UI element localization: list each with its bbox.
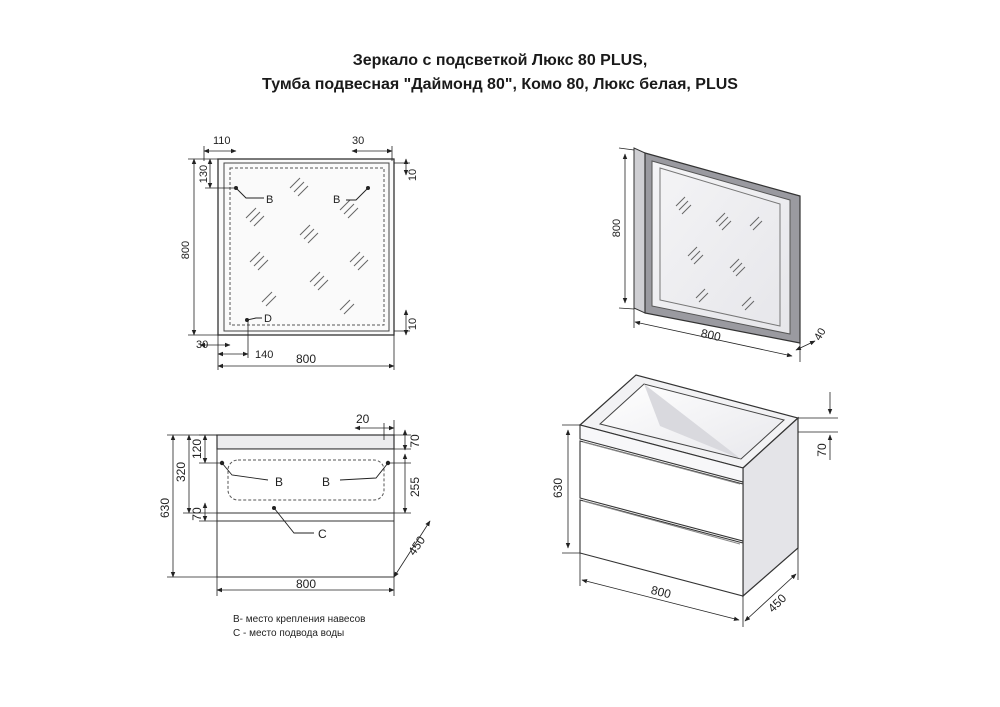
dim-130: 130 [198, 165, 210, 183]
mirror-iso-side [633, 147, 646, 314]
leader-b-left [235, 187, 264, 199]
dim-10-bottom: 10 [407, 318, 419, 330]
leader-b-right [346, 187, 369, 201]
dim-10-top: 10 [407, 169, 419, 181]
mirror-iso-dimension-lines [618, 147, 816, 362]
cabinet-front-view: B B C 20 70 [158, 412, 431, 596]
cab-dim-70-top: 70 [408, 434, 422, 448]
iso-upper-drawer [579, 440, 744, 542]
title-line-2: Тумба подвесная "Даймонд 80", Комо 80, Л… [262, 76, 738, 93]
dim-800-width: 800 [296, 352, 316, 366]
label-b-left: B [266, 194, 273, 206]
cab-dim-120: 120 [190, 439, 204, 459]
iso-mirror-dim-40: 40 [812, 326, 829, 343]
leader-b-right [339, 462, 389, 481]
legend-c: C - место подвода воды [233, 628, 345, 639]
label-b-left: B [275, 475, 283, 489]
leader-c [273, 507, 314, 534]
dim-30-top: 30 [352, 135, 364, 147]
mirror-front-view: B B D 110 30 800 130 10 [180, 135, 419, 370]
iso-cab-dim-800: 800 [650, 583, 673, 602]
leader-b-left [221, 462, 269, 481]
label-b-right: B [333, 194, 340, 206]
mirror-iso-view: 800 800 40 [611, 147, 829, 362]
label-b-right: B [322, 475, 330, 489]
label-c: C [318, 527, 327, 541]
mirror-led-strip [229, 167, 385, 326]
title-line-1: Зеркало с подсветкой Люкс 80 PLUS, [352, 52, 648, 69]
drawer-gap [216, 512, 395, 522]
cabinet-front-dimension-lines [167, 420, 431, 596]
mirror-reflection-hatching [245, 177, 369, 315]
cab-dim-630: 630 [158, 498, 172, 518]
dim-800-height: 800 [180, 241, 192, 259]
iso-mirror-dim-800-height: 800 [611, 219, 623, 237]
iso-basin-shadow [644, 384, 741, 459]
iso-cab-dim-450: 450 [765, 591, 789, 615]
lower-drawer-front [216, 520, 395, 578]
label-d: D [264, 313, 272, 325]
dim-30-bottom: 30 [196, 339, 208, 351]
basin-outline [227, 459, 385, 501]
cabinet-iso-dimension-lines [562, 392, 838, 627]
dim-140: 140 [255, 349, 273, 361]
iso-lower-drawer-handle [582, 500, 741, 545]
legend-b: B- место крепления навесов [233, 614, 366, 625]
iso-cab-dim-70: 70 [815, 443, 829, 457]
mirror-front-dimension-lines [188, 146, 410, 370]
iso-mirror-dim-800-width: 800 [700, 326, 723, 344]
iso-upper-drawer-handle [582, 441, 741, 485]
cab-dim-20: 20 [356, 412, 370, 426]
mirror-inner-frame [223, 162, 390, 332]
countertop [216, 434, 395, 450]
mirror-iso-reflection-hatching [675, 196, 763, 311]
upper-drawer-front [216, 448, 395, 514]
cab-dim-320: 320 [174, 462, 188, 482]
leader-d [246, 317, 262, 321]
iso-cab-dim-630: 630 [551, 478, 565, 498]
cabinet-iso-view: 630 70 800 450 [551, 374, 838, 627]
iso-countertop-edge [579, 424, 744, 483]
cab-dim-800: 800 [296, 577, 316, 591]
cab-dim-255: 255 [408, 477, 422, 497]
cab-dim-70-mid: 70 [190, 507, 204, 521]
mirror-outer-frame [217, 158, 395, 336]
dim-110: 110 [213, 135, 231, 147]
